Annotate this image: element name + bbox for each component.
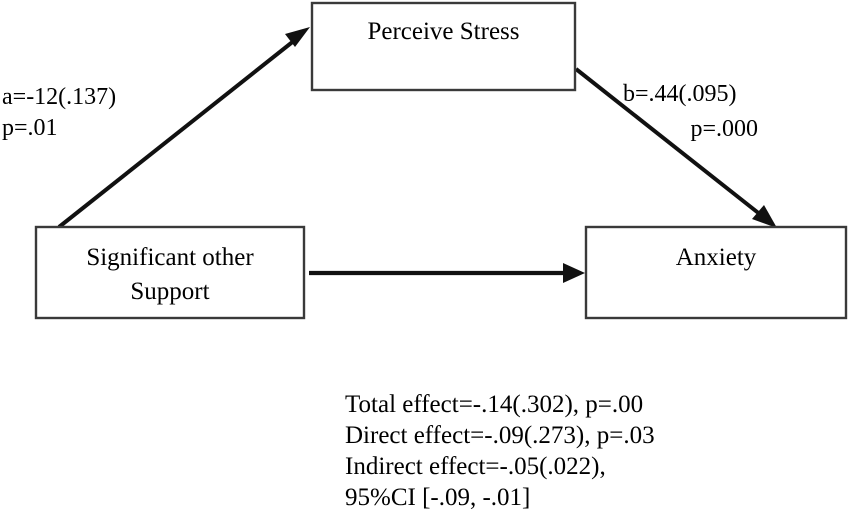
path-a-pvalue-label: p=.01 <box>2 115 58 141</box>
node-anxiety-label: Anxiety <box>676 244 757 271</box>
node-perceive-stress-label: Perceive Stress <box>367 18 519 45</box>
path-a-line <box>57 34 302 229</box>
node-perceive-stress: Perceive Stress <box>310 1 577 92</box>
effects-summary: Total effect=-.14(.302), p=.00 Direct ef… <box>345 391 655 511</box>
node-significant-other-support-box <box>34 225 306 320</box>
node-anxiety-box <box>584 225 848 320</box>
effects-summary-line-ci: 95%CI [-.09, -.01] <box>345 484 530 511</box>
node-perceive-stress-box <box>310 1 577 92</box>
effects-summary-line-direct: Direct effect=-.09(.273), p=.03 <box>345 422 655 449</box>
path-c-arrow <box>309 263 585 283</box>
path-b-line <box>574 67 768 221</box>
path-a-coefficient-label: a=-12(.137) <box>2 84 116 110</box>
path-b-label-group: b=.44(.095) p=.000 <box>623 81 758 142</box>
effects-summary-line-total: Total effect=-.14(.302), p=.00 <box>345 391 643 418</box>
path-b-pvalue-label: p=.000 <box>690 116 758 142</box>
effects-summary-line-indirect: Indirect effect=-.05(.022), <box>345 453 606 480</box>
path-a-arrowhead <box>285 27 310 47</box>
path-b-arrow <box>574 67 777 228</box>
node-significant-other-support-label-line2: Support <box>130 278 209 305</box>
path-b-coefficient-label: b=.44(.095) <box>623 81 737 107</box>
node-significant-other-support-label-line1: Significant other <box>86 244 254 271</box>
path-b-arrowhead <box>752 205 777 228</box>
node-anxiety: Anxiety <box>584 225 848 320</box>
node-significant-other-support: Significant other Support <box>34 225 306 320</box>
path-a-label-group: a=-12(.137) p=.01 <box>2 84 116 141</box>
path-c-arrowhead <box>563 263 585 283</box>
path-a-arrow <box>57 27 310 229</box>
